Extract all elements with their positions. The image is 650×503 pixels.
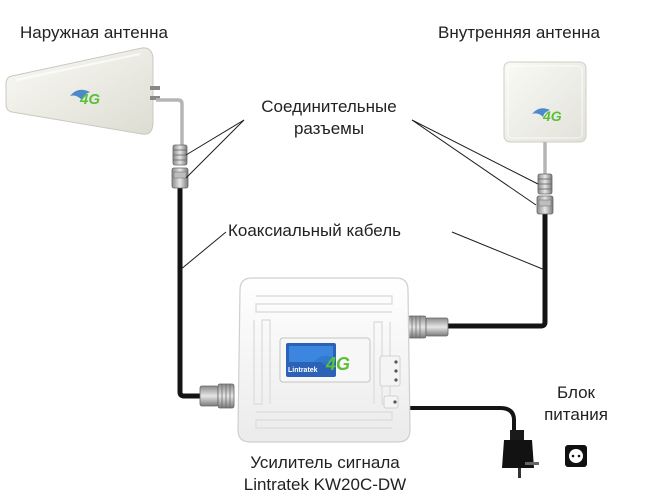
power-adapter <box>502 430 539 478</box>
amplifier-4g-badge: 4G <box>314 354 350 374</box>
connectors-pointer-lines <box>185 119 539 206</box>
svg-text:4G: 4G <box>542 108 562 124</box>
connectors-label: Соединительные разъемы <box>246 96 412 140</box>
outdoor-antenna: 4G <box>5 47 184 145</box>
coax-cable-label: Коаксиальный кабель <box>228 221 401 240</box>
svg-text:4G: 4G <box>79 91 100 108</box>
connector-indoor-lower <box>536 195 554 215</box>
indoor-antenna: 4G <box>503 61 587 174</box>
power-supply-label-line1: Блок <box>557 383 595 402</box>
connectors-label-line1: Соединительные <box>261 97 397 116</box>
coax-pointer-lines <box>179 231 546 271</box>
amplifier-label-line1: Усилитель сигнала <box>250 453 400 472</box>
amplifier-label-line2: Lintratek KW20C-DW <box>243 475 407 494</box>
connector-amplifier-left <box>199 383 235 409</box>
power-supply-label-line2: питания <box>544 405 608 424</box>
connector-outdoor-upper <box>172 144 188 166</box>
connector-outdoor-lower <box>171 167 189 189</box>
connector-amplifier-right <box>407 315 449 339</box>
indoor-antenna-label: Внутренняя антенна <box>438 23 600 42</box>
power-supply-label: Блок питания <box>536 382 616 426</box>
outdoor-antenna-label: Наружная антенна <box>20 23 168 42</box>
signal-amplifier: Lintratek 4G <box>237 277 411 443</box>
amplifier-label: Усилитель сигнала Lintratek KW20C-DW <box>218 452 432 496</box>
indoor-antenna-4g-logo: 4G <box>532 108 562 124</box>
amplifier-indicator-leds <box>379 355 401 409</box>
power-cable <box>410 406 516 432</box>
outdoor-antenna-4g-logo: 4G <box>70 89 100 108</box>
connectors-label-line2: разъемы <box>293 119 365 138</box>
coax-cable-outdoor <box>177 188 204 399</box>
amplifier-display: Lintratek 4G <box>279 337 371 383</box>
power-socket-icon <box>565 445 587 467</box>
badge-4g-text: 4G <box>325 354 350 374</box>
display-brand-text: Lintratek <box>288 367 318 374</box>
connector-indoor-upper <box>537 173 553 195</box>
coax-cable-indoor <box>448 214 548 329</box>
